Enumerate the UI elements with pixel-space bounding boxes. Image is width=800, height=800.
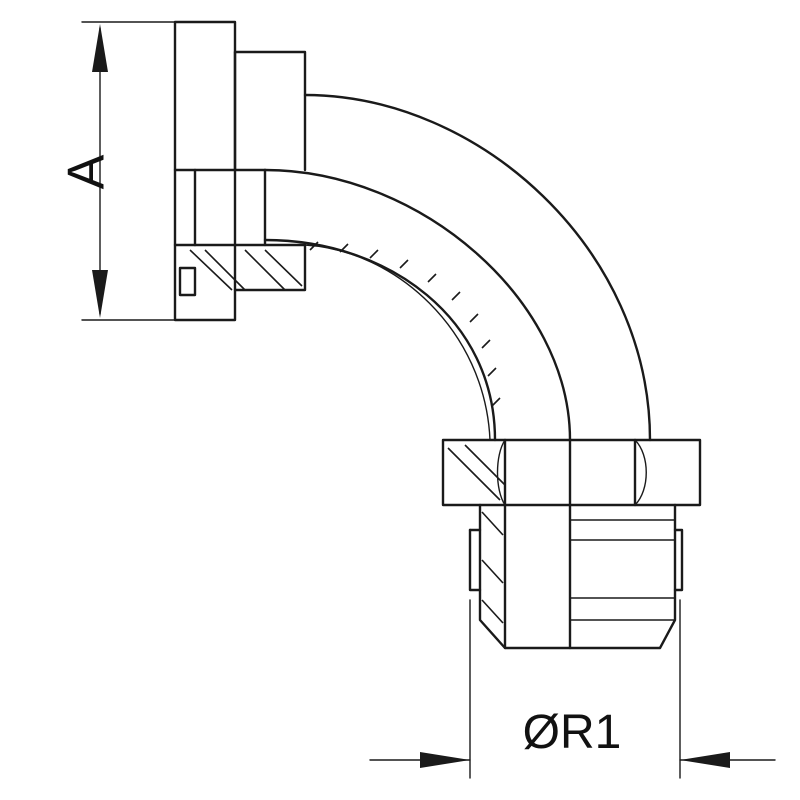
dimension-a-label: A bbox=[58, 154, 116, 189]
arrow-right-icon bbox=[420, 752, 470, 768]
arrow-down-icon bbox=[92, 270, 108, 318]
arrow-left-icon bbox=[680, 752, 730, 768]
dimension-r1: ØR1 bbox=[369, 599, 776, 779]
flange-body bbox=[173, 20, 307, 322]
threaded-spigot bbox=[468, 503, 684, 650]
dimension-a: A bbox=[58, 21, 176, 321]
arrow-up-icon bbox=[92, 24, 108, 72]
flange-hatching bbox=[189, 249, 303, 291]
bent-tube bbox=[263, 93, 652, 442]
dimension-r1-label: ØR1 bbox=[523, 706, 622, 759]
hex-nut bbox=[441, 438, 702, 507]
